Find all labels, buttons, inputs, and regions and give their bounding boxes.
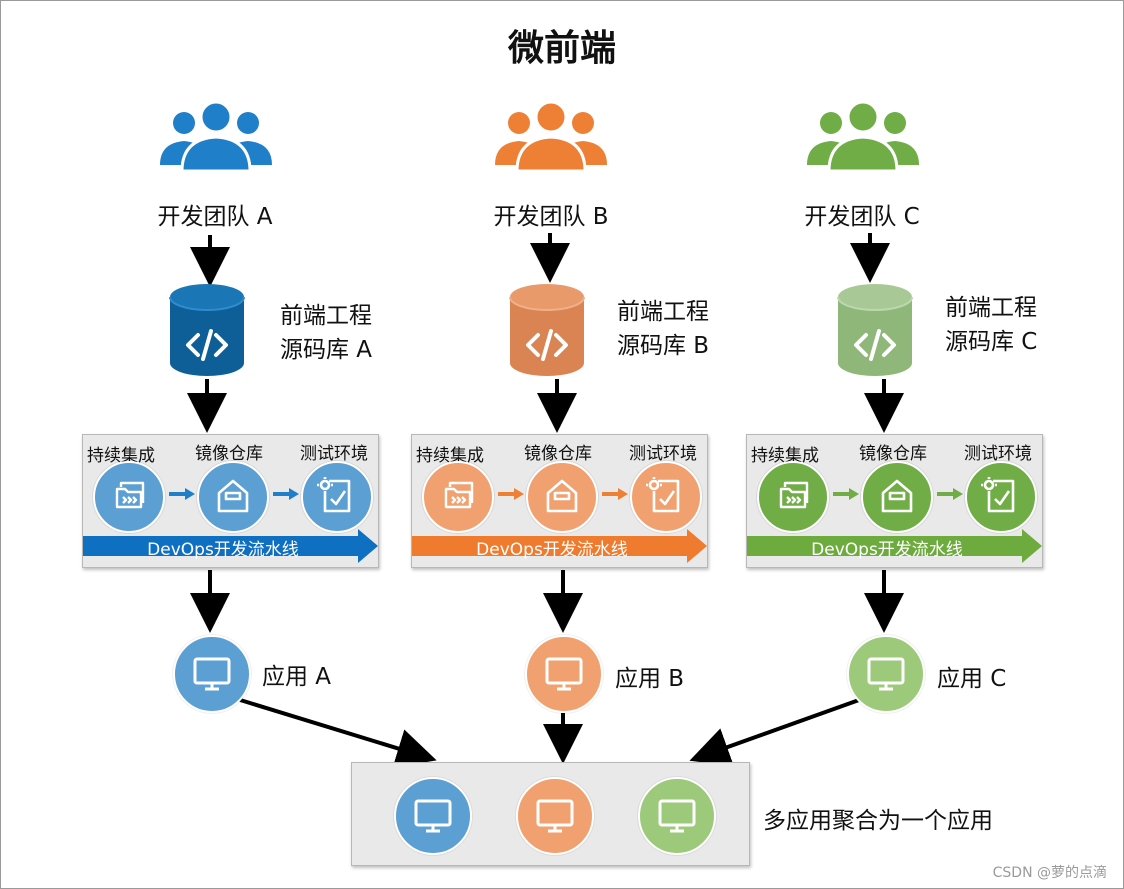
watermark: CSDN @萝的点滴 (992, 865, 1107, 881)
team-a-people-icon (154, 99, 278, 173)
pipeline-c-devops-label: DevOps开发流水线 (811, 540, 963, 560)
pipeline-b-step-arrow-1 (498, 488, 524, 500)
pipeline-b-stage-registry-label: 镜像仓库 (524, 444, 592, 464)
pipeline-a-devops-arrow (83, 529, 378, 563)
pipeline-c-panel: 持续集成 镜像仓库 测试环境 DevOps开发流水线 (746, 434, 1043, 568)
repo-c-label-line2: 源码库 C (945, 329, 1038, 355)
pipeline-a-devops-label: DevOps开发流水线 (147, 540, 299, 560)
team-b-people-icon (489, 99, 613, 173)
aggregate-label: 多应用聚合为一个应用 (763, 808, 993, 834)
pipeline-b-registry-icon (526, 461, 598, 533)
app-c-monitor-icon (847, 635, 925, 713)
aggregate-app-b-monitor-icon (516, 777, 594, 855)
app-b-monitor-icon (525, 635, 603, 713)
pipeline-b-devops-arrow (412, 529, 707, 563)
app-a-monitor-icon (173, 635, 251, 713)
pipeline-b-step-arrow-2 (602, 488, 628, 500)
arrow-app-a-to-aggregate (236, 697, 437, 768)
pipeline-c-registry-icon (861, 461, 933, 533)
pipeline-a-stage-ci-label: 持续集成 (87, 446, 155, 466)
pipeline-a-ci-icon (93, 461, 165, 533)
app-a-label: 应用 A (262, 664, 332, 690)
pipeline-c-step-arrow-1 (833, 488, 859, 500)
aggregate-app-a-monitor-icon (394, 777, 472, 855)
app-c-label: 应用 C (937, 666, 1007, 692)
pipeline-b-ci-icon (422, 461, 494, 533)
pipeline-c-stage-registry-label: 镜像仓库 (859, 444, 927, 464)
repo-c-database-icon (836, 283, 914, 377)
pipeline-c-devops-arrow (747, 529, 1042, 563)
repo-c-label: 前端工程 源码库 C (945, 291, 1037, 359)
pipeline-b-stage-test-label: 测试环境 (629, 444, 697, 464)
arrow-app-c-to-aggregate (689, 698, 860, 767)
repo-b-database-icon (508, 283, 586, 377)
team-c-label: 开发团队 C (804, 204, 920, 230)
pipeline-b-stage-ci-label: 持续集成 (416, 446, 484, 466)
pipeline-b-test-icon (630, 461, 702, 533)
pipeline-c-ci-icon (757, 461, 829, 533)
app-b-label: 应用 B (615, 666, 685, 692)
repo-a-label-line2: 源码库 A (280, 337, 373, 363)
pipeline-c-test-icon (965, 461, 1037, 533)
aggregate-panel (351, 762, 750, 866)
pipeline-a-stage-test-label: 测试环境 (300, 444, 368, 464)
pipeline-b-devops-label: DevOps开发流水线 (476, 540, 628, 560)
repo-a-database-icon (168, 283, 246, 377)
pipeline-a-stage-registry-label: 镜像仓库 (195, 444, 263, 464)
page-title: 微前端 (507, 28, 616, 69)
pipeline-a-panel: 持续集成 镜像仓库 测试环境 DevOps开发流水线 (82, 434, 379, 568)
pipeline-b-panel: 持续集成 镜像仓库 测试环境 DevOps开发流水线 (411, 434, 708, 568)
repo-a-label-line1: 前端工程 (280, 303, 372, 329)
aggregate-app-c-monitor-icon (638, 777, 716, 855)
team-c-people-icon (801, 99, 925, 173)
pipeline-a-registry-icon (197, 461, 269, 533)
pipeline-c-stage-test-label: 测试环境 (964, 444, 1032, 464)
pipeline-a-step-arrow-2 (273, 488, 299, 500)
pipeline-c-step-arrow-2 (937, 488, 963, 500)
team-b-label: 开发团队 B (493, 204, 609, 230)
repo-b-label: 前端工程 源码库 B (617, 295, 709, 363)
pipeline-c-stage-ci-label: 持续集成 (751, 446, 819, 466)
pipeline-a-test-icon (301, 461, 373, 533)
team-a-label: 开发团队 A (157, 204, 273, 230)
pipeline-a-step-arrow-1 (169, 488, 195, 500)
repo-c-label-line1: 前端工程 (945, 295, 1037, 321)
repo-b-label-line1: 前端工程 (617, 299, 709, 325)
repo-a-label: 前端工程 源码库 A (280, 299, 372, 367)
repo-b-label-line2: 源码库 B (617, 333, 710, 359)
